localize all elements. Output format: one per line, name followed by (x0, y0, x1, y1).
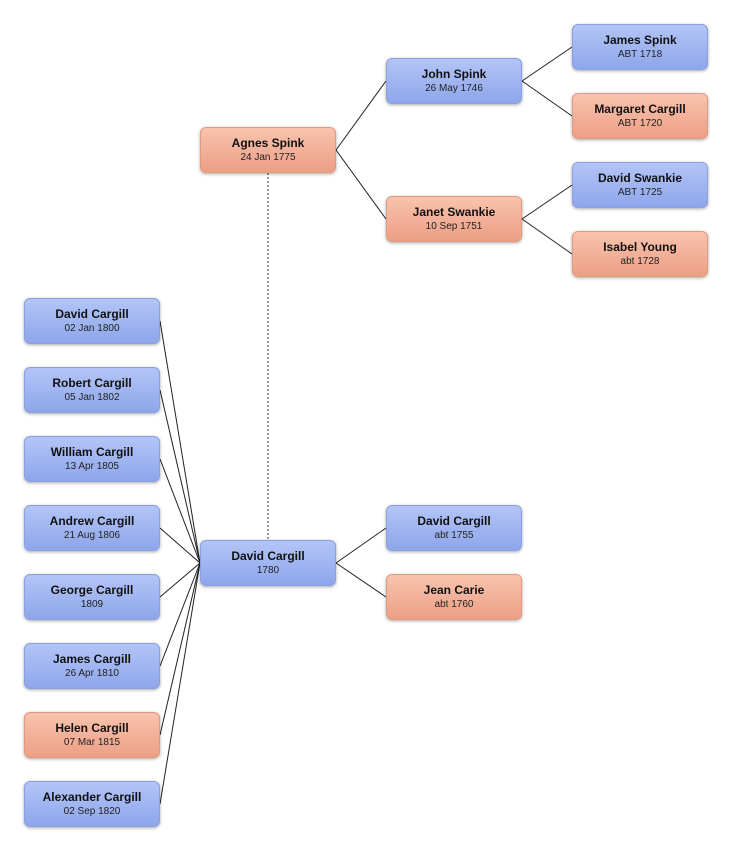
person-date: 1809 (80, 599, 104, 610)
person-name: Isabel Young (603, 240, 677, 254)
person-card-child-robert-cargill[interactable]: Robert Cargill 05 Jan 1802 (24, 367, 160, 413)
parent-link (521, 46, 573, 82)
person-name: James Cargill (52, 652, 132, 666)
person-name: David Cargill (55, 307, 129, 321)
child-link (159, 389, 201, 564)
person-date: 02 Jan 1800 (64, 323, 120, 334)
person-card-child-helen-cargill[interactable]: Helen Cargill 07 Mar 1815 (24, 712, 160, 758)
person-card-child-james-cargill[interactable]: James Cargill 26 Apr 1810 (24, 643, 160, 689)
person-name: Robert Cargill (52, 376, 132, 390)
person-date: abt 1755 (434, 530, 474, 541)
person-date: 02 Sep 1820 (63, 806, 121, 817)
person-card-child-andrew-cargill[interactable]: Andrew Cargill 21 Aug 1806 (24, 505, 160, 551)
person-card-james-spink[interactable]: James Spink ABT 1718 (572, 24, 708, 70)
person-date: 13 Apr 1805 (65, 461, 119, 472)
child-link (159, 562, 201, 736)
parent-link (335, 562, 387, 598)
person-card-child-william-cargill[interactable]: William Cargill 13 Apr 1805 (24, 436, 160, 482)
person-date: abt 1728 (620, 256, 660, 267)
child-link (159, 562, 201, 805)
parent-link (335, 527, 387, 564)
person-date: 07 Mar 1815 (63, 737, 121, 748)
person-card-isabel-young[interactable]: Isabel Young abt 1728 (572, 231, 708, 277)
person-card-child-david-cargill[interactable]: David Cargill 02 Jan 1800 (24, 298, 160, 344)
person-card-child-george-cargill[interactable]: George Cargill 1809 (24, 574, 160, 620)
parent-link (521, 80, 573, 117)
person-name: George Cargill (50, 583, 134, 597)
person-date: 10 Sep 1751 (425, 221, 483, 232)
person-name: James Spink (603, 33, 677, 47)
child-link (159, 562, 201, 598)
person-date: 1780 (256, 565, 280, 576)
person-card-david-swankie[interactable]: David Swankie ABT 1725 (572, 162, 708, 208)
person-date: 24 Jan 1775 (240, 152, 296, 163)
person-name: Margaret Cargill (594, 102, 686, 116)
child-link (159, 527, 201, 564)
person-date: ABT 1725 (617, 187, 663, 198)
person-date: abt 1760 (434, 599, 474, 610)
child-link (159, 320, 201, 564)
person-name: William Cargill (50, 445, 134, 459)
person-name: David Cargill (417, 514, 491, 528)
child-link (159, 458, 201, 564)
person-card-janet-swankie[interactable]: Janet Swankie 10 Sep 1751 (386, 196, 522, 242)
person-name: Andrew Cargill (49, 514, 135, 528)
person-card-margaret-cargill[interactable]: Margaret Cargill ABT 1720 (572, 93, 708, 139)
person-date: 26 Apr 1810 (65, 668, 119, 679)
person-card-child-alexander-cargill[interactable]: Alexander Cargill 02 Sep 1820 (24, 781, 160, 827)
person-date: 21 Aug 1806 (63, 530, 121, 541)
person-date: ABT 1720 (617, 118, 663, 129)
person-card-agnes-spink[interactable]: Agnes Spink 24 Jan 1775 (200, 127, 336, 173)
person-name: John Spink (421, 67, 487, 81)
person-card-david-cargill-root[interactable]: David Cargill 1780 (200, 540, 336, 586)
person-name: David Swankie (597, 171, 683, 185)
person-name: Alexander Cargill (42, 790, 142, 804)
person-name: Agnes Spink (231, 136, 305, 150)
parent-link (335, 80, 387, 151)
parent-link (521, 218, 573, 255)
child-link (159, 562, 201, 667)
person-name: Janet Swankie (412, 205, 496, 219)
person-date: 05 Jan 1802 (64, 392, 120, 403)
person-card-david-cargill-father[interactable]: David Cargill abt 1755 (386, 505, 522, 551)
parent-link (521, 184, 573, 220)
person-date: ABT 1718 (617, 49, 663, 60)
person-card-john-spink[interactable]: John Spink 26 May 1746 (386, 58, 522, 104)
parent-link (335, 149, 387, 220)
person-name: Helen Cargill (55, 721, 129, 735)
person-name: Jean Carie (423, 583, 485, 597)
person-date: 26 May 1746 (425, 83, 483, 94)
person-name: David Cargill (231, 549, 305, 563)
person-card-jean-carie[interactable]: Jean Carie abt 1760 (386, 574, 522, 620)
